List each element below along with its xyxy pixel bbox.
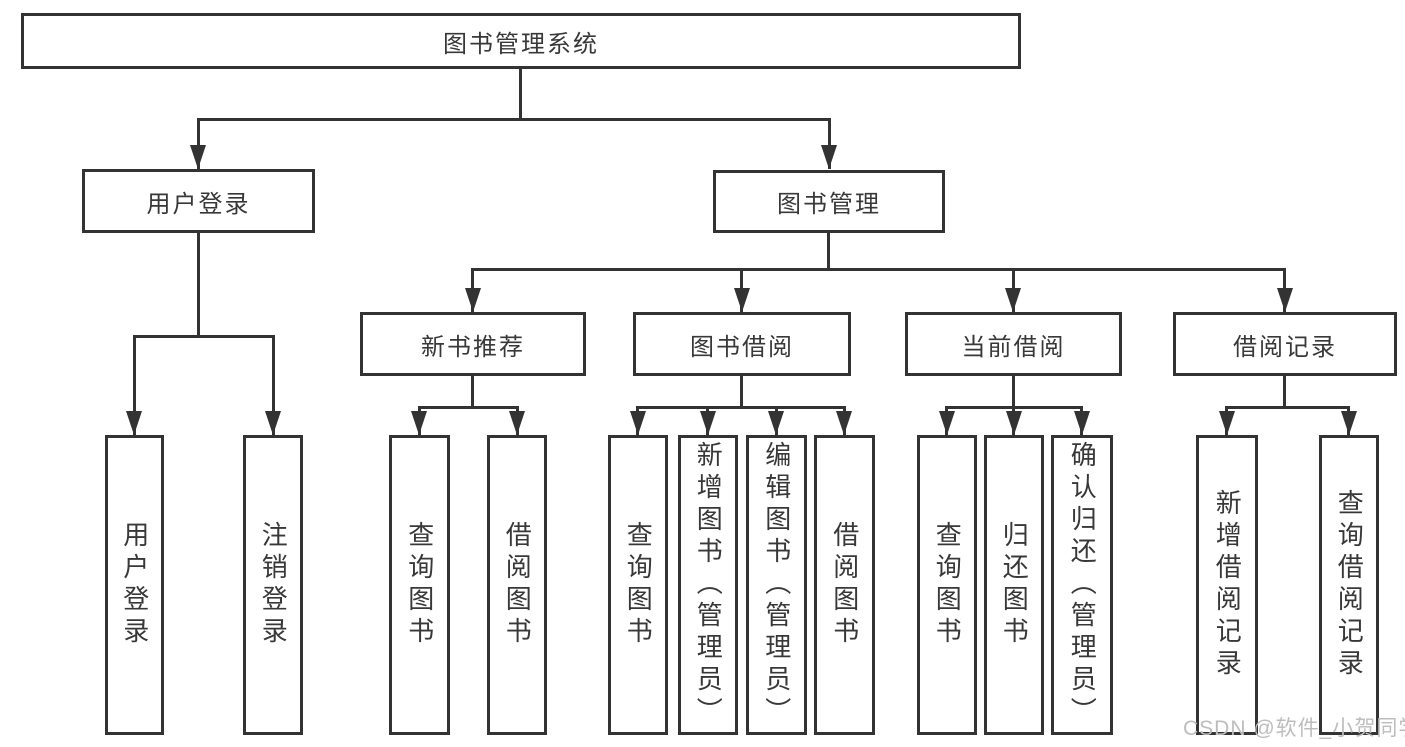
leaf-label: 新增图书（管理员）: [693, 441, 724, 729]
arrow-down-icon: [1277, 288, 1293, 312]
connector-line: [1225, 406, 1349, 409]
arrow-down-icon: [939, 411, 955, 435]
leaf-label: 查询图书: [623, 521, 654, 649]
leaf-confirm-return-admin: 确认归还（管理员）: [1051, 435, 1113, 735]
connector-line: [418, 406, 519, 409]
node-label: 新书推荐: [421, 333, 525, 361]
node-label: 图书借阅: [690, 333, 794, 361]
leaf-label: 确认归还（管理员）: [1067, 441, 1098, 729]
arrow-down-icon: [265, 411, 281, 435]
csdn-watermark: CSDN @软件_小贺同学: [1183, 717, 1405, 740]
connector-line: [1283, 376, 1286, 408]
connector-line: [740, 376, 743, 408]
node-label: 用户登录: [146, 190, 251, 218]
arrow-down-icon: [509, 411, 525, 435]
arrow-down-icon: [836, 411, 852, 435]
arrow-down-icon: [190, 145, 206, 169]
connector-line: [471, 268, 1286, 271]
leaf-label: 编辑图书（管理员）: [761, 441, 792, 729]
arrow-down-icon: [1074, 411, 1090, 435]
node-label: 图书管理系统: [443, 30, 599, 58]
node-library-management-system: 图书管理系统: [21, 13, 1021, 69]
leaf-user-login: 用户登录: [105, 435, 164, 735]
leaf-logout: 注销登录: [243, 435, 303, 735]
node-book-borrow: 图书借阅: [633, 312, 851, 376]
leaf-borrow-books: 借阅图书: [814, 435, 875, 735]
leaf-label: 查询图书: [932, 521, 963, 649]
node-label: 当前借阅: [961, 333, 1066, 361]
node-borrow-record: 借阅记录: [1173, 312, 1397, 376]
leaf-borrow-books-recommend: 借阅图书: [487, 435, 547, 735]
arrow-down-icon: [126, 411, 142, 435]
node-current-borrow: 当前借阅: [905, 312, 1122, 376]
arrow-down-icon: [465, 288, 481, 312]
arrow-down-icon: [1341, 411, 1357, 435]
arrow-down-icon: [411, 411, 427, 435]
connector-line: [197, 118, 831, 121]
connector-line: [519, 69, 522, 118]
node-user-login: 用户登录: [82, 169, 315, 233]
node-label: 借阅记录: [1233, 333, 1337, 361]
leaf-return-books: 归还图书: [984, 435, 1044, 735]
connector-line: [133, 335, 275, 338]
connector-line: [133, 335, 136, 435]
connector-line: [197, 118, 200, 169]
node-book-management: 图书管理: [713, 170, 945, 233]
connector-line: [471, 376, 474, 408]
arrow-down-icon: [630, 411, 646, 435]
leaf-label: 新增借阅记录: [1212, 489, 1243, 681]
leaf-label: 用户登录: [119, 521, 150, 649]
leaf-label: 借阅图书: [502, 521, 533, 649]
arrow-down-icon: [1006, 411, 1022, 435]
arrow-down-icon: [1219, 411, 1235, 435]
node-new-book-recommend: 新书推荐: [360, 312, 586, 376]
leaf-query-books-recommend: 查询图书: [389, 435, 450, 735]
leaf-add-books-admin: 新增图书（管理员）: [678, 435, 738, 735]
arrow-down-icon: [734, 288, 750, 312]
connector-line: [827, 233, 830, 270]
leaf-label: 借阅图书: [829, 521, 860, 649]
connector-line: [1012, 376, 1015, 408]
leaf-label: 注销登录: [258, 521, 289, 649]
leaf-query-books-current: 查询图书: [917, 435, 977, 735]
leaf-add-borrow-record: 新增借阅记录: [1196, 435, 1258, 735]
leaf-query-borrow-record: 查询借阅记录: [1319, 435, 1379, 735]
arrow-down-icon: [700, 411, 716, 435]
arrow-down-icon: [1005, 288, 1021, 312]
connector-line: [828, 118, 831, 169]
leaf-label: 归还图书: [999, 521, 1030, 649]
arrow-down-icon: [768, 411, 784, 435]
leaf-label: 查询借阅记录: [1334, 489, 1365, 681]
arrow-down-icon: [821, 145, 837, 169]
node-label: 图书管理: [777, 191, 881, 218]
connector-line: [197, 233, 200, 335]
connector-line: [272, 335, 275, 435]
leaf-label: 查询图书: [404, 521, 435, 649]
leaf-query-books-borrow: 查询图书: [608, 435, 668, 735]
leaf-edit-books-admin: 编辑图书（管理员）: [746, 435, 807, 735]
connector-line: [636, 406, 845, 409]
